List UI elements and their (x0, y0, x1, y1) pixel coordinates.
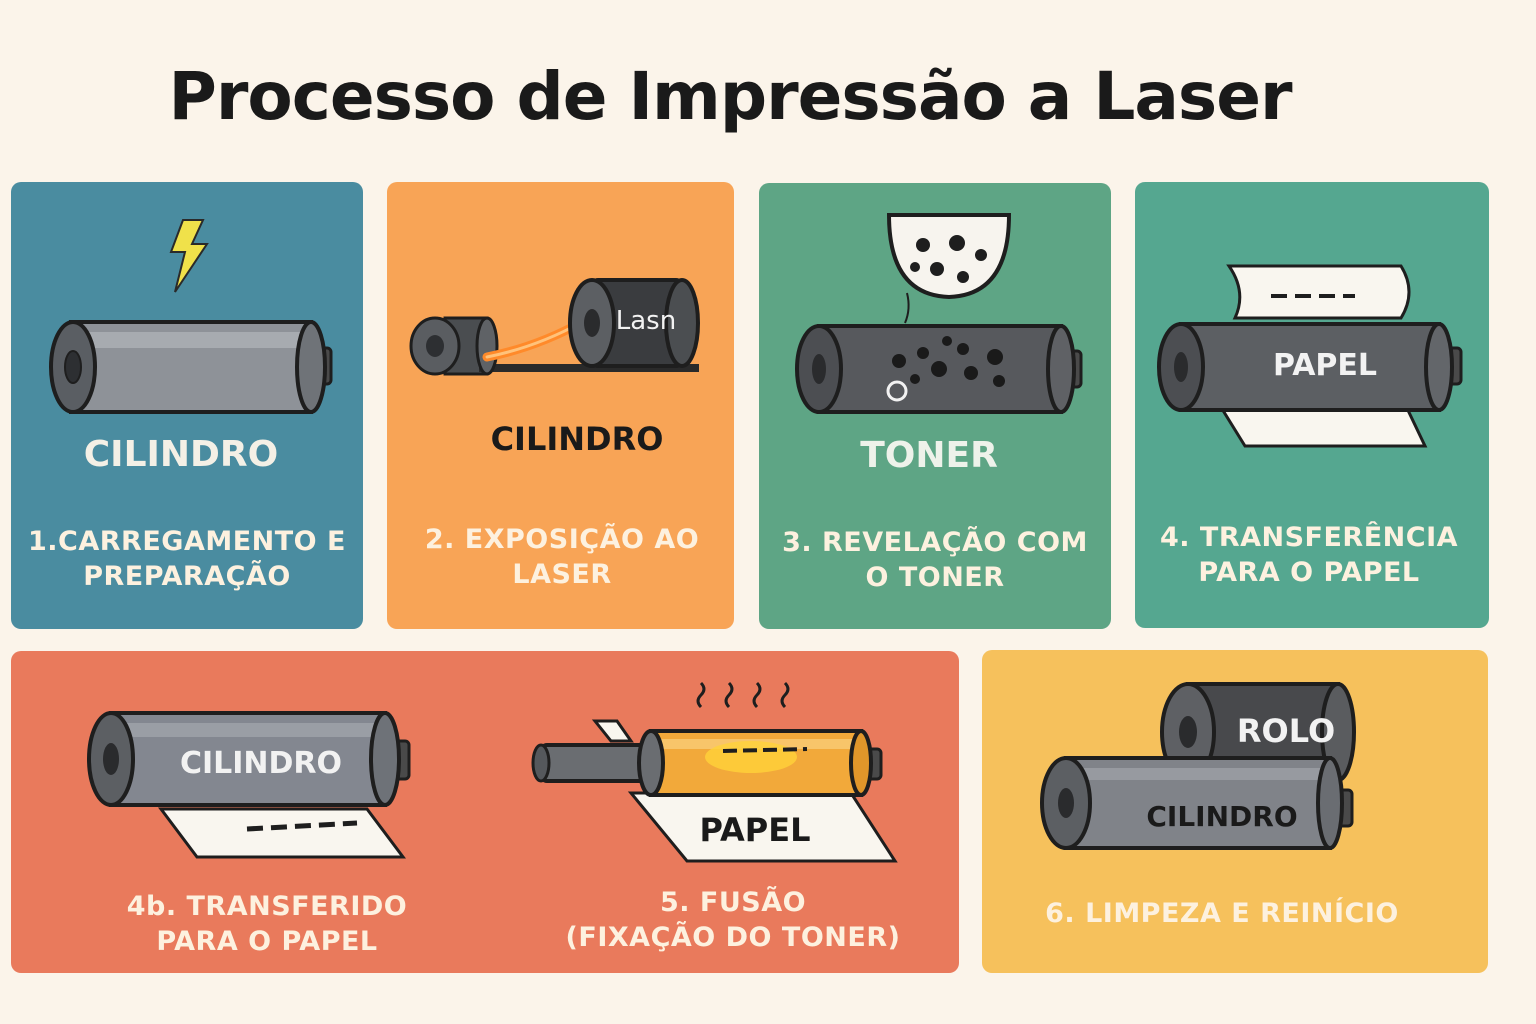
step-4-caption: 4. TRANSFERÊNCIA PARA O PAPEL (1159, 522, 1459, 588)
laser-beam-icon (482, 317, 587, 362)
fuser-roller-icon (531, 729, 883, 797)
step-4b-caption: 4b. TRANSFERIDO PARA O PAPEL (126, 891, 408, 957)
step-4b-5-card: CILINDRO PAPEL 4b. TRANSFERIDO PARA O PA… (11, 651, 959, 973)
toner-hopper-icon (886, 213, 1012, 324)
toner-illustration (795, 213, 1083, 414)
drum-illustration (49, 219, 333, 414)
drum-icon (1157, 322, 1463, 412)
step-3-card: TONER 3. REVELAÇÃO COM O TONER (759, 183, 1111, 629)
transfer-illustration (1157, 264, 1463, 448)
drum-icon (49, 320, 333, 414)
fusion-illustration (87, 681, 898, 863)
step-3-caption: 3. REVELAÇÃO COM O TONER (782, 527, 1088, 593)
drum-icon (87, 711, 411, 807)
toner-label: TONER (860, 435, 998, 476)
cleaning-illustration (1040, 682, 1356, 850)
rollers-icon (1040, 682, 1356, 850)
step-5-caption: 5. FUSÃO (FIXAÇÃO DO TONER) (565, 887, 901, 953)
step-1-card: CILINDRO 1.CARREGAMENTO E PREPARAÇÃO (11, 182, 363, 629)
paper-sheet-icon (158, 807, 406, 859)
step-1-caption: 1.CARREGAMENTO E PREPARAÇÃO (28, 526, 346, 592)
step-4-card: PAPEL 4. TRANSFERÊNCIA PARA O PAPEL (1135, 182, 1489, 628)
step-6-caption: 6. LIMPEZA E REINÍCIO (1045, 898, 1399, 929)
paper-label: PAPEL (1272, 348, 1378, 383)
roller-label: ROLO (1236, 712, 1336, 750)
lightning-icon (169, 219, 209, 293)
drum-icon (795, 324, 1083, 414)
page-title: Processo de Impressão a Laser (168, 58, 1292, 135)
heat-waves-icon (696, 681, 790, 709)
step-2-card: Lasn CILINDRO 2. EXPOSIÇÃO AO LASER (387, 182, 734, 629)
step-2-caption: 2. EXPOSIÇÃO AO LASER (424, 524, 700, 590)
laser-unit-icon (568, 278, 700, 368)
drum-label: CILINDRO (1146, 800, 1298, 833)
paper-label: PAPEL (699, 811, 811, 849)
drum-label: CILINDRO (179, 746, 343, 781)
paper-sheet-icon (591, 719, 898, 863)
drum-label: CILINDRO (490, 420, 664, 458)
laser-illustration (409, 278, 700, 376)
drum-label: CILINDRO (83, 434, 279, 475)
laser-label: Lasn (615, 306, 677, 336)
step-6-card: ROLO CILINDRO 6. LIMPEZA E REINÍCIO (982, 650, 1488, 973)
